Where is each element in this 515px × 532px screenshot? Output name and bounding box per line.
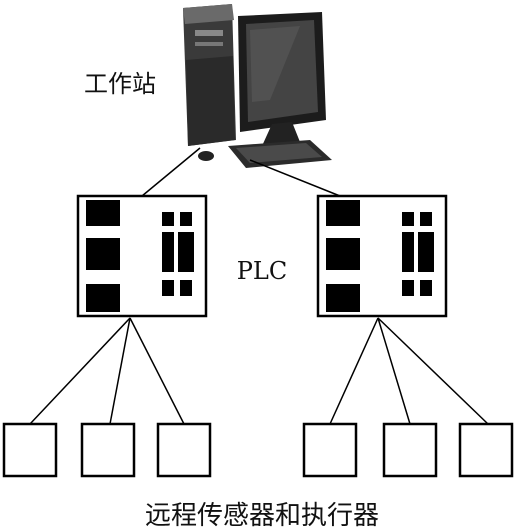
link-workstation-plc-right bbox=[249, 159, 341, 197]
plc-left bbox=[76, 194, 208, 318]
workstation-links bbox=[141, 147, 341, 197]
field-device-right-3 bbox=[458, 422, 514, 478]
field-device-left-1 bbox=[2, 422, 58, 478]
workstation-computer-icon bbox=[183, 4, 332, 168]
plc-label: PLC bbox=[237, 257, 287, 285]
link-plc-right-device-1 bbox=[329, 317, 379, 425]
link-plc-left-device-2 bbox=[109, 317, 131, 425]
workstation-label: 工作站 bbox=[84, 70, 156, 98]
link-plc-left-device-3 bbox=[129, 317, 185, 425]
field-device-right-2 bbox=[382, 422, 438, 478]
link-workstation-plc-left bbox=[141, 147, 201, 197]
field-devices bbox=[2, 422, 514, 478]
link-plc-left-device-1 bbox=[29, 317, 131, 425]
plc-right bbox=[316, 194, 448, 318]
field-device-left-3 bbox=[156, 422, 212, 478]
field-devices-label: 远程传感器和执行器 bbox=[145, 501, 379, 531]
field-device-left-2 bbox=[80, 422, 136, 478]
field-links bbox=[29, 317, 489, 425]
field-device-right-1 bbox=[302, 422, 358, 478]
link-plc-right-device-2 bbox=[377, 317, 411, 425]
link-plc-right-device-3 bbox=[377, 317, 489, 425]
